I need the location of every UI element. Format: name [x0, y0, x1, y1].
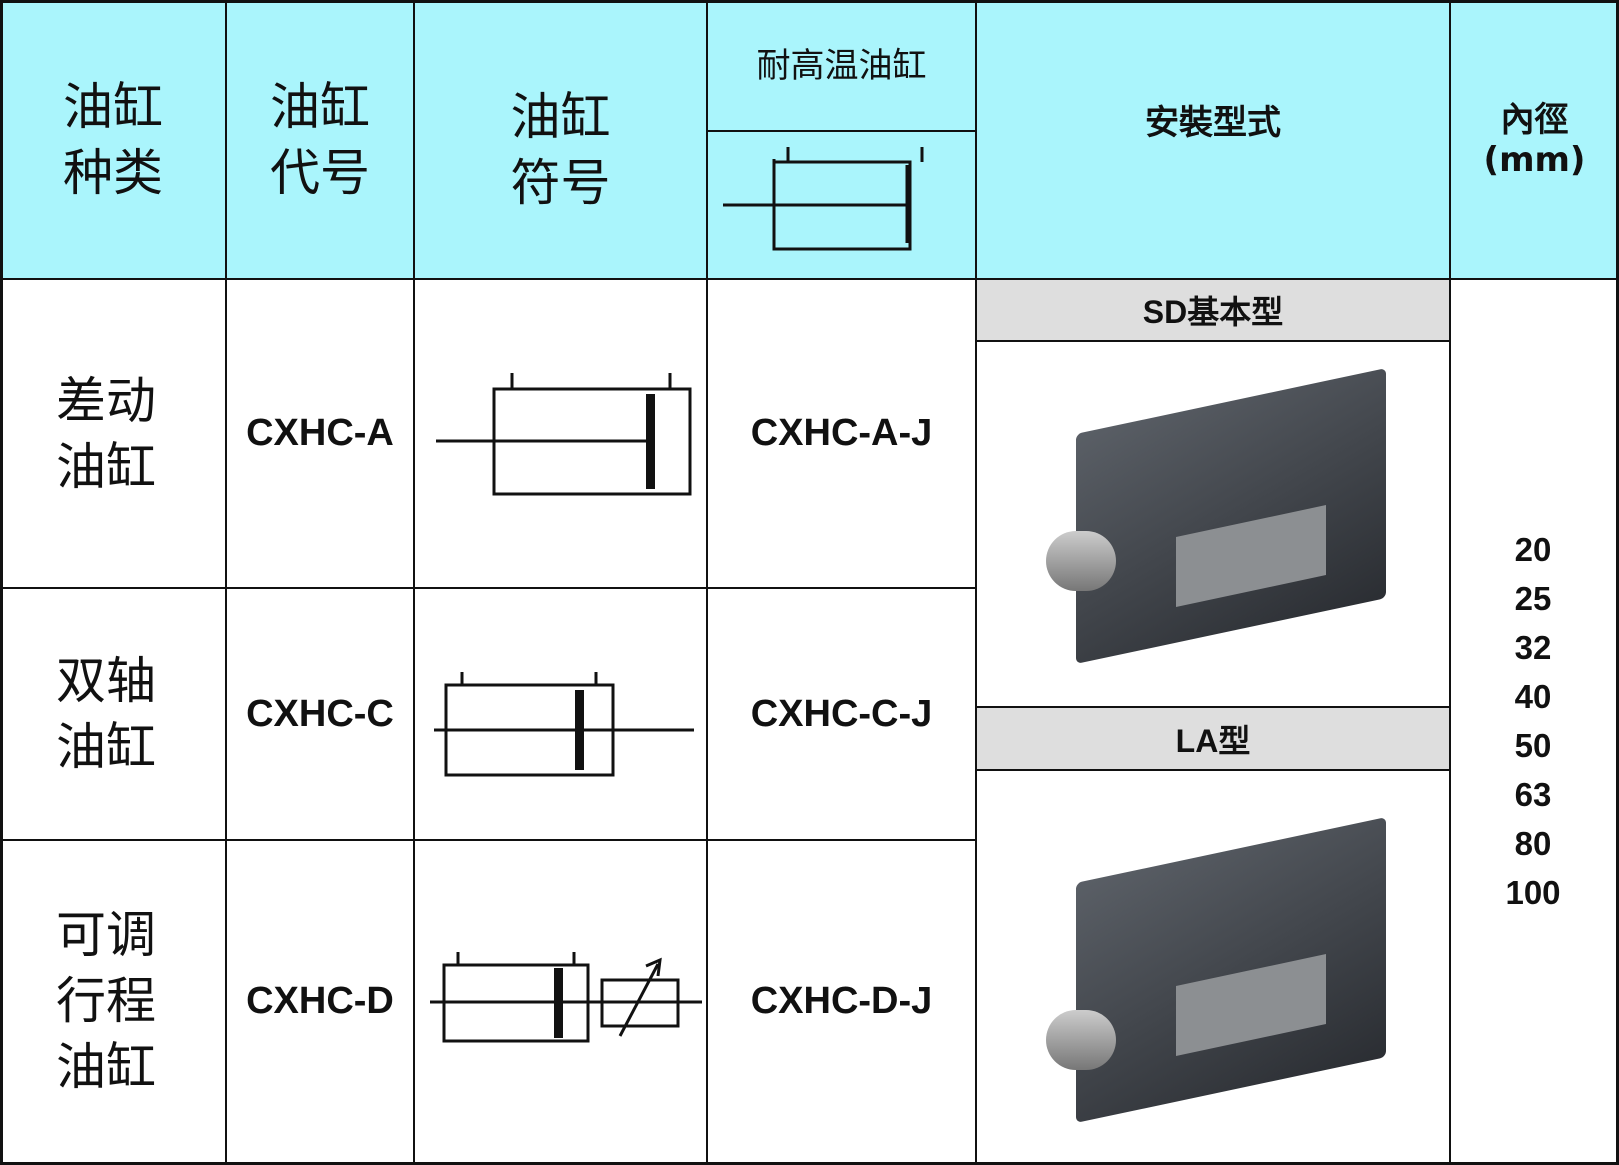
row-code: CXHC-C — [246, 692, 394, 735]
row-type: 可调 行程 油缸 — [56, 906, 156, 1096]
high-temp-cylinder-symbol — [723, 147, 924, 251]
row-ht-code: CXHC-A-J — [750, 412, 933, 454]
row-code: CXHC-D — [246, 979, 394, 1022]
row-type: 差动 油缸 — [56, 371, 156, 496]
row-ht-code: CXHC-D-J — [750, 979, 933, 1022]
row-code: CXHC-A — [246, 412, 394, 454]
row-ht-code: CXHC-C-J — [750, 692, 933, 735]
header-symbol: 油缸 符号 — [510, 87, 611, 212]
header-row — [0, 0, 1619, 279]
mounting-sd-label: SD基本型 — [976, 279, 1450, 341]
la-cylinder-photo — [976, 770, 1450, 1162]
differential-cylinder-symbol — [436, 373, 692, 496]
double-rod-cylinder-symbol — [434, 672, 694, 777]
header-mounting: 安裝型式 — [1145, 102, 1281, 143]
row-type: 双轴 油缸 — [56, 652, 156, 776]
adjustable-stroke-cylinder-symbol — [430, 952, 702, 1043]
header-high-temp: 耐高温油缸 — [756, 45, 927, 86]
mounting-la-label: LA型 — [976, 707, 1450, 770]
header-type: 油缸 种类 — [63, 77, 163, 202]
header-code: 油缸 代号 — [270, 77, 370, 202]
bore-values: 20 25 32 40 50 63 80 100 — [1505, 530, 1561, 911]
sd-cylinder-photo — [976, 341, 1450, 707]
header-bore: 內徑 (mm) — [1483, 99, 1586, 180]
